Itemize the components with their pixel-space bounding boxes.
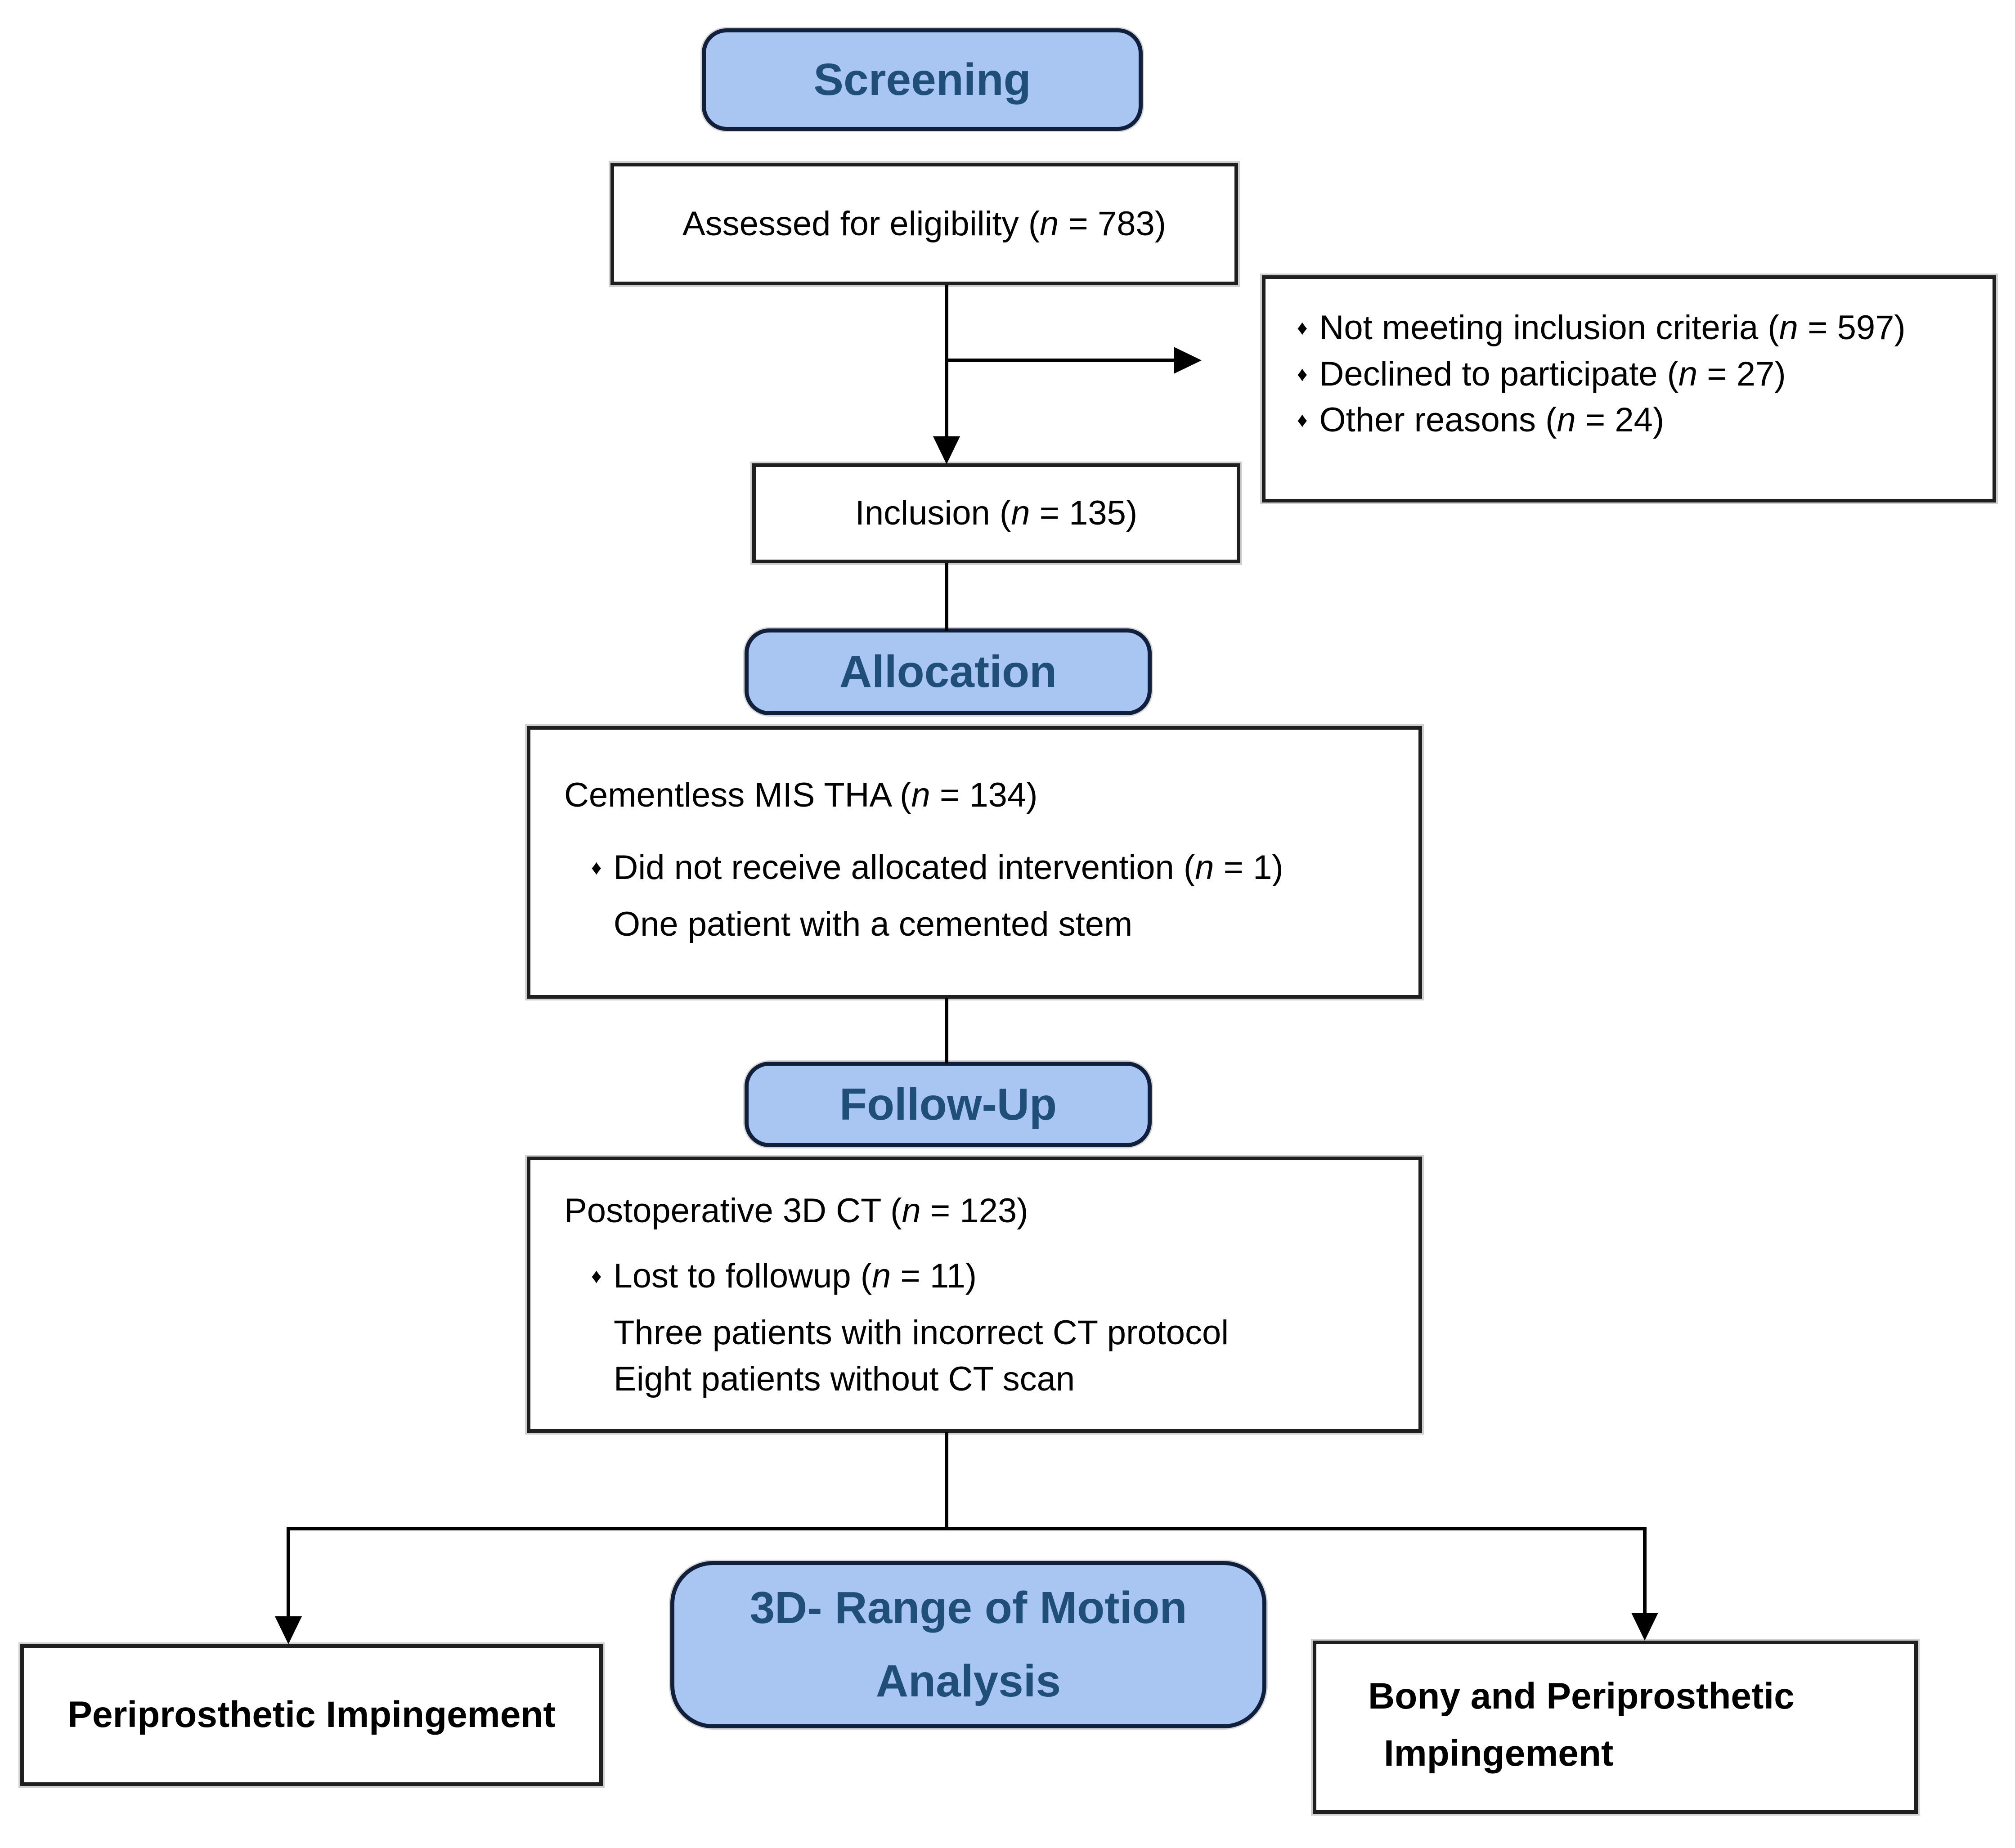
stage-rom-label-line2: Analysis (875, 1656, 1061, 1706)
diamond-bullet-icon: ♦ (1297, 362, 1308, 386)
stage-screening: Screening (702, 28, 1143, 131)
exclusion-item: ♦Not meeting inclusion criteria (n = 597… (1297, 309, 1906, 347)
bony-label-line2: Impingement (1384, 1733, 1614, 1774)
connector-left-drop (287, 1527, 290, 1617)
stage-allocation-label: Allocation (839, 646, 1057, 697)
exclusion-item: ♦Declined to participate (n = 27) (1297, 354, 1786, 393)
diamond-bullet-icon: ♦ (591, 855, 602, 879)
connector-right-drop (1643, 1527, 1647, 1613)
assessed-text: Assessed for eligibility (n = 783) (682, 204, 1167, 243)
connector-postop-to-junction (945, 1432, 948, 1529)
periprosthetic-impingement-box: Periprosthetic Impingement (20, 1644, 603, 1786)
bony-periprosthetic-impingement-box: Bony and Periprosthetic Impingement (1313, 1641, 1918, 1814)
connector-junction-bar (287, 1527, 1647, 1530)
stage-rom-label-line1: 3D- Range of Motion (749, 1583, 1187, 1633)
postop-title: Postoperative 3D CT (n = 123) (564, 1192, 1028, 1230)
diamond-bullet-icon: ♦ (1297, 316, 1308, 339)
bony-label-line1: Bony and Periprosthetic (1368, 1676, 1795, 1717)
cementless-bullet-item: ♦Did not receive allocated intervention … (591, 848, 1283, 887)
stage-followup: Follow-Up (745, 1062, 1152, 1147)
connector-inclusion-to-allocation (945, 563, 948, 631)
connector-branch-to-exclusion (947, 359, 1174, 362)
inclusion-text: Inclusion (n = 135) (855, 493, 1138, 532)
stage-followup-label: Follow-Up (839, 1079, 1057, 1130)
connector-cementless-to-followup (945, 998, 948, 1063)
exclusion-item: ♦Other reasons (n = 24) (1297, 401, 1665, 440)
periprosthetic-label: Periprosthetic Impingement (67, 1694, 556, 1736)
stage-allocation: Allocation (745, 628, 1152, 715)
postop-bullet-item: ♦Lost to followup (n = 11) (591, 1256, 977, 1295)
arrowhead-down-bony-icon (1631, 1613, 1658, 1641)
postoperative-3d-ct-box: Postoperative 3D CT (n = 123) ♦Lost to f… (527, 1157, 1422, 1433)
arrowhead-down-periprosthetic-icon (275, 1616, 302, 1644)
postop-note: Eight patients without CT scan (614, 1359, 1075, 1398)
cementless-mis-tha-box: Cementless MIS THA (n = 134) ♦Did not re… (527, 726, 1422, 999)
diamond-bullet-icon: ♦ (1297, 408, 1308, 432)
diamond-bullet-icon: ♦ (591, 1264, 602, 1287)
postop-note: Three patients with incorrect CT protoco… (614, 1314, 1229, 1352)
exclusion-reasons-box: ♦Not meeting inclusion criteria (n = 597… (1262, 275, 1996, 502)
cementless-note: One patient with a cemented stem (614, 905, 1133, 944)
arrowhead-down-inclusion-icon (933, 436, 960, 464)
cementless-title: Cementless MIS THA (n = 134) (564, 776, 1038, 814)
stage-screening-label: Screening (813, 54, 1031, 105)
stage-3d-range-of-motion-analysis: 3D- Range of Motion Analysis (670, 1561, 1266, 1728)
inclusion-box: Inclusion (n = 135) (752, 463, 1240, 563)
assessed-for-eligibility-box: Assessed for eligibility (n = 783) (610, 163, 1238, 285)
arrowhead-right-exclusion-icon (1174, 347, 1202, 374)
